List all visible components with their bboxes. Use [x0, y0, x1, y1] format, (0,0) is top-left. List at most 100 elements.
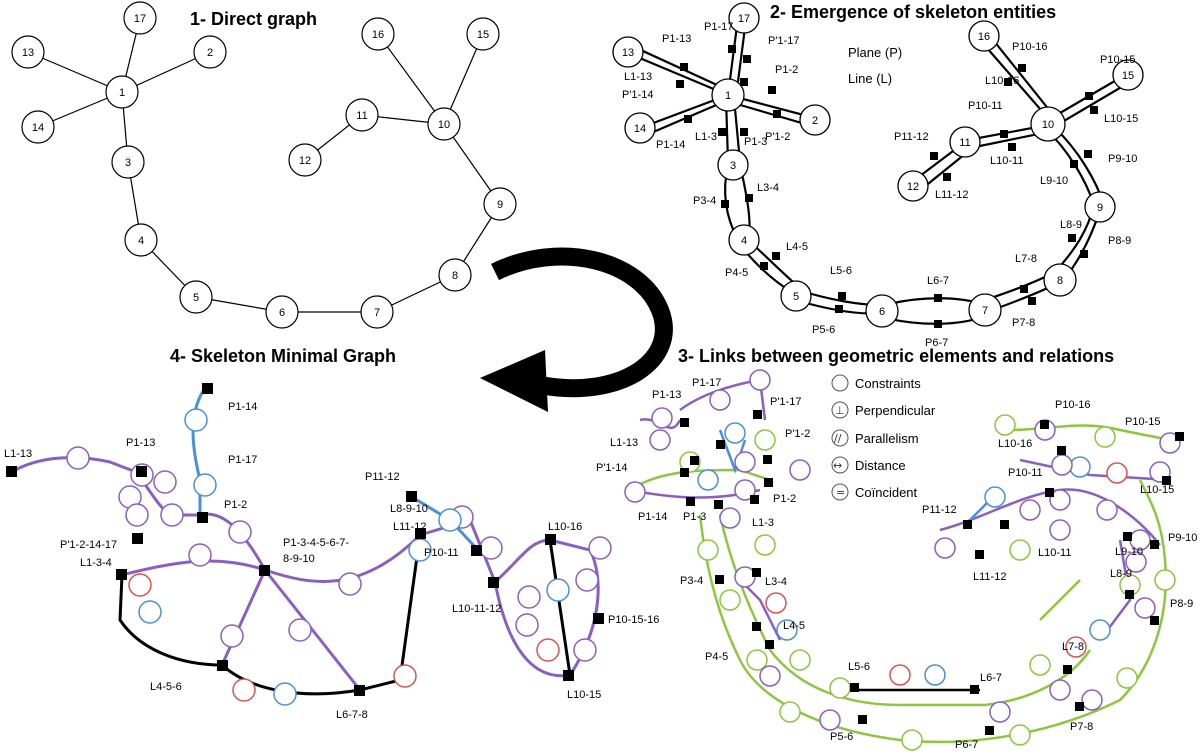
- p3-label-10: P3-4: [680, 575, 703, 587]
- p3-label-12: L4-5: [783, 620, 805, 632]
- p2-node-6: 6: [879, 306, 885, 318]
- p1-node-17: 17: [134, 13, 146, 25]
- p1-node-15: 15: [477, 29, 489, 41]
- p2-label-17: P6-7: [925, 337, 948, 349]
- p3-label-17: P6-7: [955, 739, 978, 751]
- p4-label-3: P1-13: [126, 437, 155, 449]
- p1-node-7: 7: [374, 307, 380, 319]
- p3-constraint-circles: [624, 369, 1181, 751]
- p3-label-4: P'1-2: [785, 428, 810, 440]
- p2-label-21: P8-9: [1108, 235, 1131, 247]
- p3-label-29: P11-12: [922, 504, 957, 516]
- p3-label-26: L10-16: [998, 438, 1032, 450]
- p1-node-16: 16: [372, 29, 384, 41]
- p2-label-0: P1-17: [704, 21, 733, 33]
- p3-label-14: L5-6: [848, 661, 870, 673]
- p3-label-22: L9-10: [1115, 546, 1143, 558]
- p2-node-2: 2: [812, 115, 818, 127]
- panel-1-nodes: [11, 1, 517, 329]
- p2-label-6: P1-14: [656, 139, 685, 151]
- svg-text:=: =: [836, 486, 845, 499]
- p4-label-1: P1-17: [228, 454, 257, 466]
- p2-label-3: L1-13: [624, 71, 652, 83]
- p2-legend-plane: Plane (P): [848, 45, 902, 60]
- p3-legend-coincident: Coïncident: [855, 485, 918, 500]
- p4-label-11: P11-12: [365, 471, 400, 483]
- p3-label-5: P'1-14: [596, 462, 627, 474]
- p1-node-1: 1: [119, 87, 125, 99]
- p2-label-9: P'1-2: [765, 131, 790, 143]
- p2-node-17: 17: [738, 13, 750, 25]
- p2-label-19: P7-8: [1012, 317, 1035, 329]
- p2-label-11: P3-4: [693, 195, 716, 207]
- p3-label-9: L1-3: [752, 517, 774, 529]
- p4-entity-markers: [6, 383, 604, 696]
- p3-legend-constraints: Constraints: [855, 376, 921, 391]
- p3-label-0: P1-17: [692, 377, 721, 389]
- p4-label-18: L10-15: [567, 689, 601, 701]
- p3-label-18: L7-8: [1062, 641, 1084, 653]
- p1-node-10: 10: [438, 119, 450, 131]
- p3-legend-parallelism: Parallelism: [855, 431, 919, 446]
- p1-node-9: 9: [497, 199, 503, 211]
- p2-entity-markers: [676, 45, 1098, 328]
- p3-label-27: L10-15: [1140, 484, 1174, 496]
- p3-label-24: P10-16: [1055, 399, 1090, 411]
- panel-3-links: 3- Links between geometric elements and …: [596, 346, 1197, 751]
- p2-node-11: 11: [959, 137, 970, 149]
- p2-legend-line: Line (L): [848, 71, 892, 86]
- p2-node-5: 5: [793, 291, 799, 303]
- p1-node-6: 6: [279, 307, 285, 319]
- p2-label-30: L10-11: [990, 155, 1023, 167]
- p2-label-12: L4-5: [786, 241, 808, 253]
- p3-label-21: P8-9: [1170, 598, 1193, 610]
- p2-label-15: P5-6: [812, 324, 835, 336]
- p2-label-31: L11-12: [935, 189, 968, 201]
- p3-label-20: L8-9: [1110, 568, 1132, 580]
- p3-label-30: L10-11: [1038, 547, 1071, 559]
- p2-label-27: P10-11: [968, 100, 1003, 112]
- p2-node-16: 16: [978, 31, 990, 43]
- p2-node-15: 15: [1122, 70, 1134, 82]
- p2-label-14: L5-6: [830, 265, 852, 277]
- p4-label-7: 8-9-10: [283, 553, 315, 565]
- p1-node-14: 14: [32, 122, 44, 134]
- panel-2-skeleton-entities: 2- Emergence of skeleton entities Plane …: [612, 2, 1144, 349]
- p3-legend: Constraints ⊥ Perpendicular // Paralleli…: [831, 374, 936, 501]
- p1-node-4: 4: [138, 235, 144, 247]
- p3-label-13: P4-5: [705, 651, 728, 663]
- p1-node-2: 2: [207, 47, 213, 59]
- p2-node-7: 7: [982, 305, 988, 317]
- p1-node-13: 13: [22, 47, 34, 59]
- svg-text://: //: [834, 432, 842, 445]
- p2-label-13: P4-5: [725, 267, 748, 279]
- p2-label-18: L7-8: [1015, 253, 1037, 265]
- p2-label-29: P11-12: [894, 131, 929, 143]
- p1-node-8: 8: [452, 270, 458, 282]
- p2-label-23: P9-10: [1108, 153, 1137, 165]
- p4-label-12: L11-12: [393, 521, 426, 533]
- panel-4-title: 4- Skeleton Minimal Graph: [170, 346, 396, 366]
- svg-text:↔: ↔: [833, 459, 842, 472]
- p4-label-10: L6-7-8: [336, 709, 368, 721]
- p2-node-13: 13: [622, 47, 634, 59]
- panel-1-title: 1- Direct graph: [190, 9, 317, 29]
- p2-label-22: L9-10: [1040, 175, 1068, 187]
- p3-entity-markers: [680, 410, 1184, 735]
- p3-label-23: P9-10: [1168, 532, 1197, 544]
- p3-label-1: P'1-17: [770, 396, 801, 408]
- p1-node-12: 12: [299, 155, 311, 167]
- p2-label-8: P1-3: [744, 136, 767, 148]
- p4-label-13: P10-11: [424, 547, 459, 559]
- p2-node-1: 1: [725, 90, 731, 102]
- p2-node-10: 10: [1042, 119, 1054, 131]
- p2-node-12: 12: [907, 181, 919, 193]
- p1-node-3: 3: [125, 157, 131, 169]
- p4-label-0: P1-14: [228, 401, 257, 413]
- p4-label-14: L8-9-10: [390, 503, 428, 515]
- panel-4-skeleton-minimal-graph: 4- Skeleton Minimal Graph: [4, 346, 659, 721]
- p4-label-6: P1-3-4-5-6-7-: [283, 537, 349, 549]
- p3-label-2: P1-13: [652, 389, 681, 401]
- p3-legend-perpendicular: Perpendicular: [855, 403, 936, 418]
- p4-label-15: L10-11-12: [452, 603, 501, 615]
